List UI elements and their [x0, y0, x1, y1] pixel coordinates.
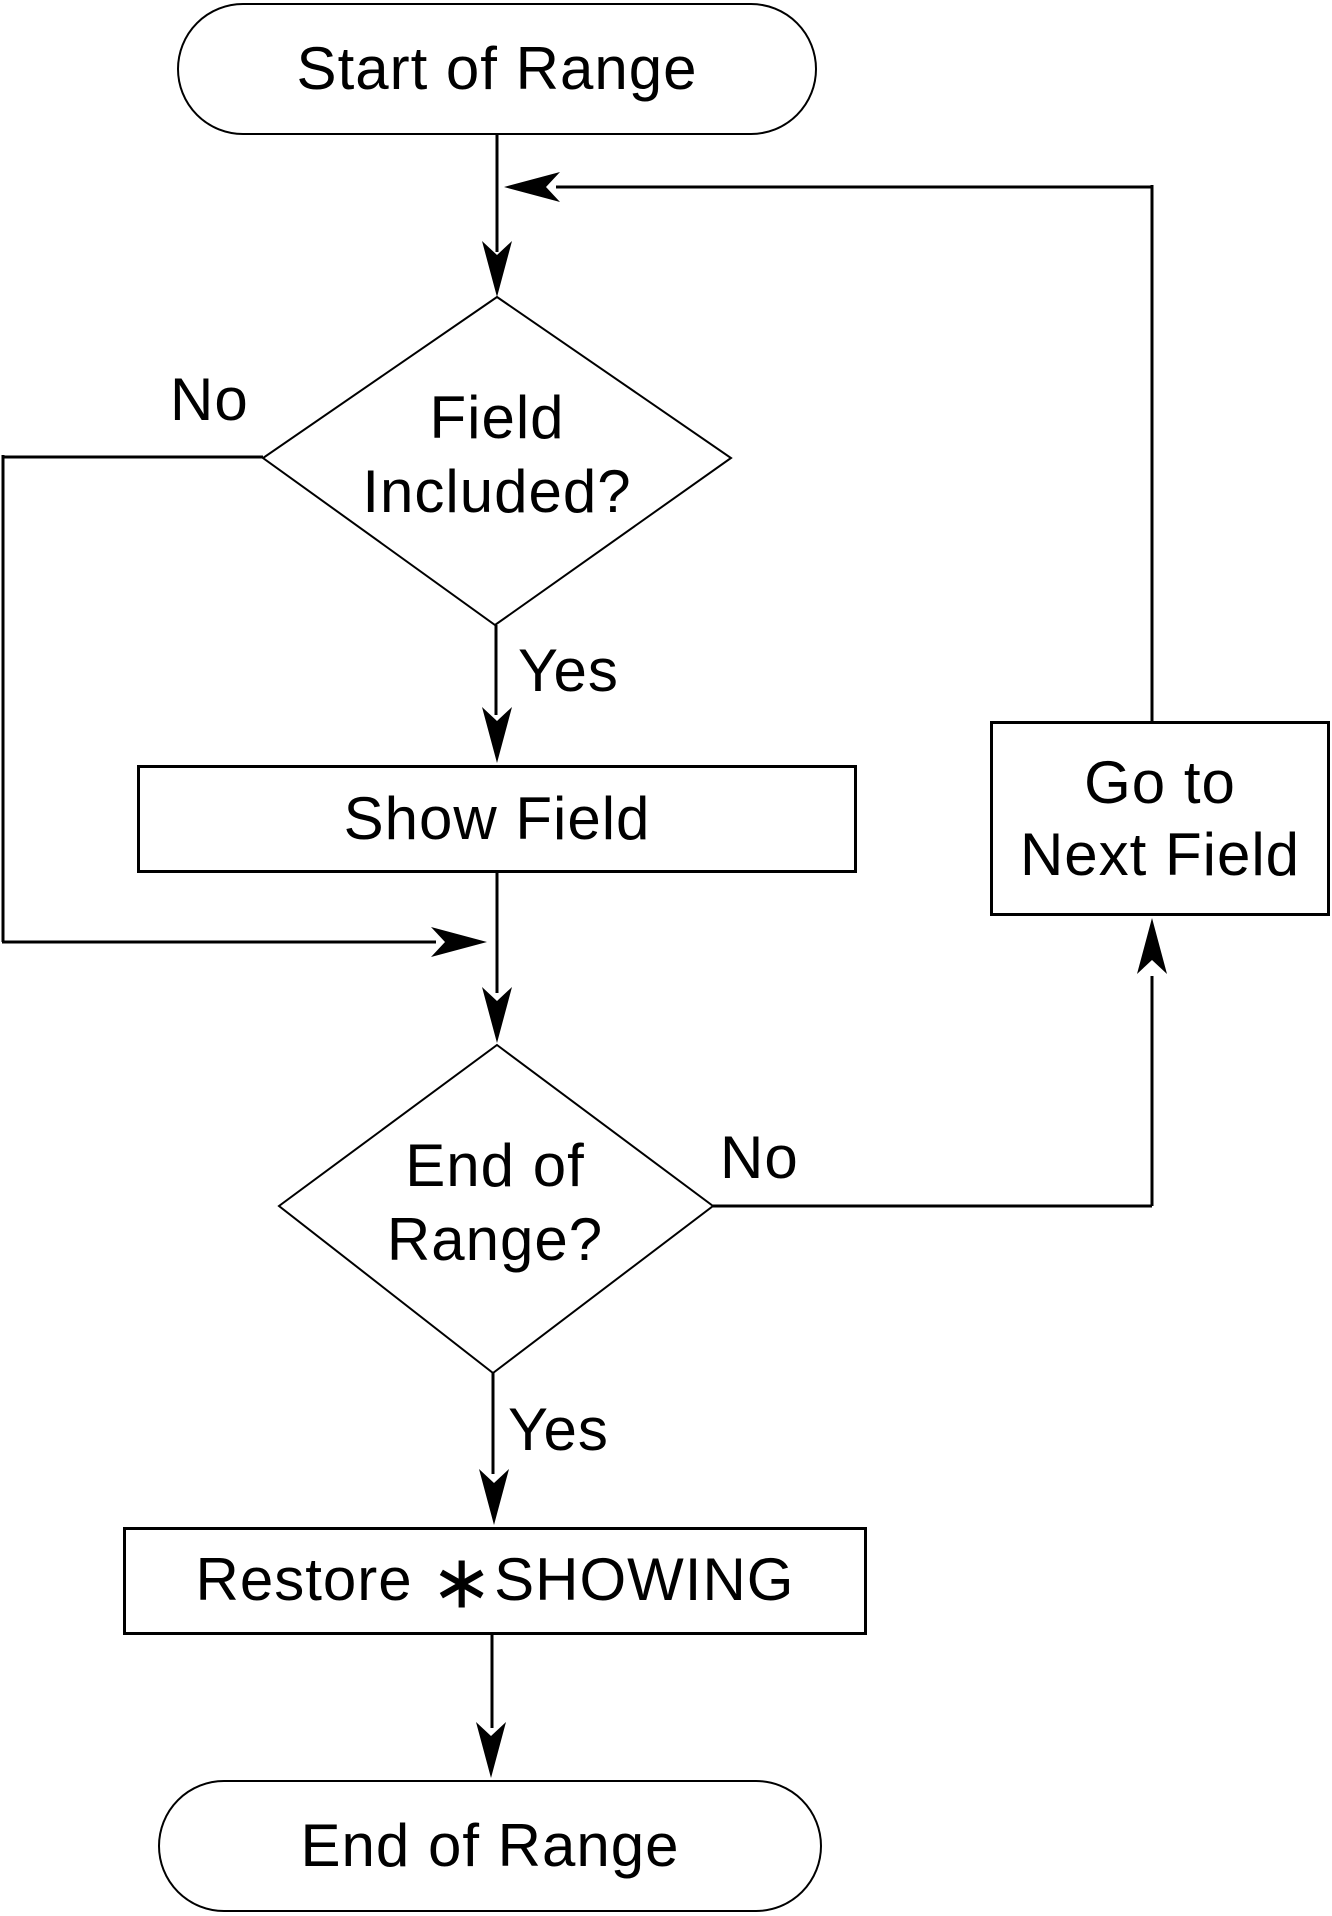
go-to-next-field-process-node: Go to Next Field	[990, 721, 1330, 916]
arrowhead-into-restore	[479, 1469, 509, 1525]
arrowhead-into-go-next	[1137, 918, 1167, 974]
field-included-yes-label: Yes	[518, 637, 619, 704]
arrowhead-into-end-terminator	[476, 1722, 506, 1778]
restore-showing-prefix: Restore	[195, 1546, 431, 1614]
end-of-range-decision-node: End of Range?	[295, 1128, 695, 1278]
end-of-range-no-label: No	[720, 1124, 799, 1191]
show-field-label: Show Field	[343, 785, 651, 852]
start-terminator-node: Start of Range	[177, 3, 817, 135]
start-terminator-label: Start of Range	[296, 35, 698, 102]
arrowhead-into-show-field	[482, 707, 512, 763]
end-terminator-label: End of Range	[300, 1812, 680, 1879]
end-terminator-node: End of Range	[158, 1780, 822, 1912]
end-of-range-line1: End of	[405, 1132, 585, 1199]
go-to-next-field-line2: Next Field	[1019, 820, 1301, 888]
field-included-line1: Field	[429, 384, 565, 451]
field-included-no-label: No	[170, 366, 249, 433]
field-included-diamond-shape	[261, 295, 733, 627]
arrowhead-into-end-diamond	[482, 987, 512, 1043]
arrowhead-into-field-diamond	[482, 241, 512, 297]
field-included-decision-node: Field Included?	[297, 380, 697, 530]
arrowhead-return-left	[504, 172, 560, 202]
field-included-line2: Included?	[362, 458, 632, 525]
end-of-range-yes-label: Yes	[508, 1396, 609, 1463]
restore-showing-label: Restore ∗SHOWING	[195, 1544, 795, 1619]
end-of-range-diamond-shape	[277, 1043, 715, 1375]
restore-showing-process-node: Restore ∗SHOWING	[123, 1527, 867, 1635]
go-to-next-field-line1: Go to	[1084, 748, 1236, 816]
show-field-process-node: Show Field	[137, 765, 857, 873]
end-of-range-line2: Range?	[386, 1206, 604, 1273]
arrowhead-bypass-join-right	[431, 927, 487, 957]
asterisk-star-glyph: ∗	[430, 1537, 495, 1626]
restore-showing-suffix: SHOWING	[494, 1546, 795, 1614]
